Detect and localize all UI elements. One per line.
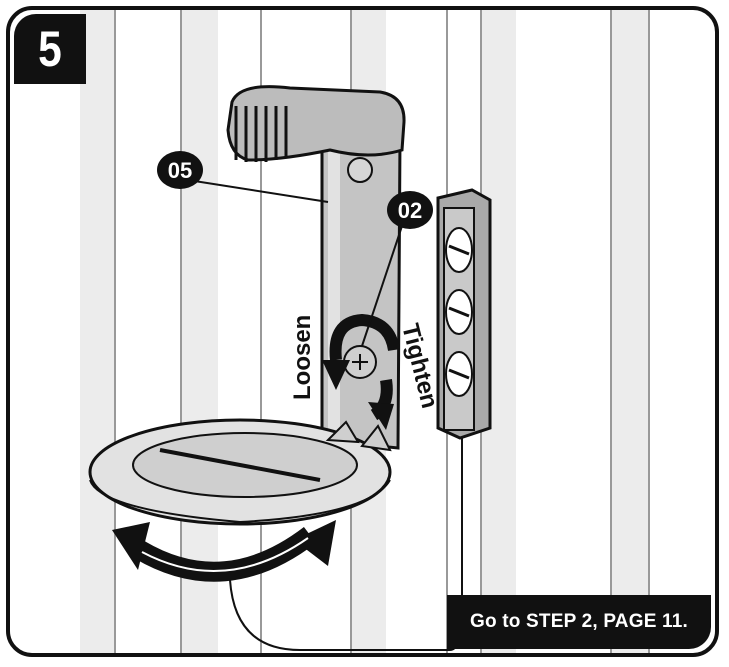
next-step-note: Go to STEP 2, PAGE 11. bbox=[447, 595, 711, 649]
wall-stripes bbox=[80, 10, 650, 653]
step-badge: 5 bbox=[14, 14, 86, 84]
callout-02-label: 02 bbox=[398, 198, 422, 223]
base-clips bbox=[325, 420, 392, 452]
illustration: 05 02 Loosen Tighten bbox=[80, 10, 650, 653]
callout-leader-05 bbox=[187, 179, 329, 203]
callout-leader-02 bbox=[361, 219, 405, 347]
swivel-arrow-icon bbox=[112, 520, 336, 582]
base-plate bbox=[88, 418, 392, 526]
step-number: 5 bbox=[38, 21, 62, 77]
screw-icon bbox=[343, 345, 377, 379]
wall-holder bbox=[436, 188, 492, 440]
callout-02: 02 bbox=[387, 191, 433, 229]
loosen-label: Loosen bbox=[289, 315, 316, 400]
slot-icon bbox=[445, 227, 473, 397]
callout-05-label: 05 bbox=[168, 158, 192, 183]
top-clip bbox=[226, 85, 406, 162]
step-frame: 5 bbox=[6, 6, 719, 657]
callout-05: 05 bbox=[157, 151, 203, 189]
tighten-label: Tighten bbox=[396, 321, 443, 411]
next-step-text: Go to STEP 2, PAGE 11. bbox=[469, 611, 689, 632]
loosen-arrow-icon bbox=[329, 313, 400, 361]
